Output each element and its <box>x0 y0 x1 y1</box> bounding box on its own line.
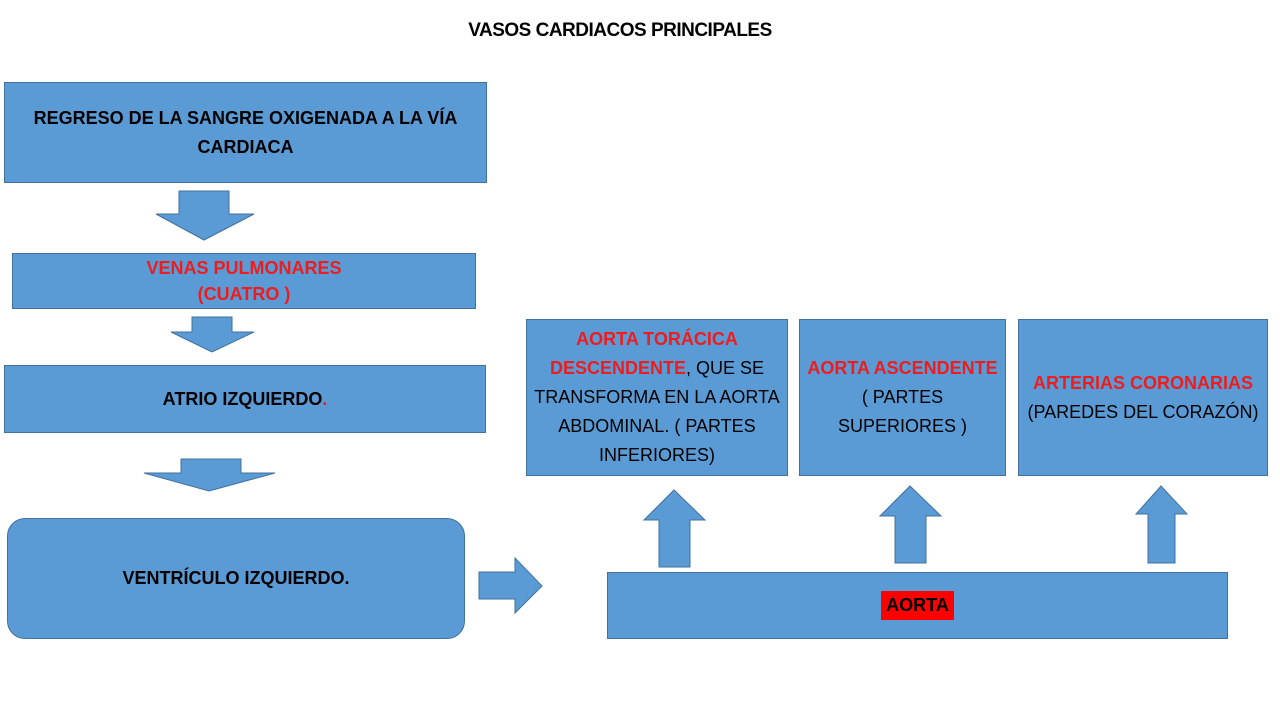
coronarias-rest: (PAREDES DEL CORAZÓN) <box>1027 401 1259 422</box>
atrio-text: ATRIO IZQUIERDO <box>162 388 323 409</box>
ventriculo-text: VENTRÍCULO IZQUIERDO. <box>122 568 350 588</box>
arrow-down-icon <box>143 458 276 492</box>
diagram-title: VASOS CARDIACOS PRINCIPALES <box>468 20 772 41</box>
toracica-rest: , QUE SE TRANSFORMA EN LA AORTA ABDOMINA… <box>534 358 780 465</box>
arrow-down-icon <box>155 190 255 241</box>
coronarias-red: ARTERIAS CORONARIAS <box>1032 372 1253 393</box>
box-aorta: AORTA <box>607 572 1228 639</box>
arrow-up-icon <box>643 489 707 568</box>
box-atrio-izquierdo: ATRIO IZQUIERDO. <box>4 365 486 433</box>
arrow-right-icon <box>478 557 543 615</box>
ascendente-red: AORTA ASCENDENTE <box>807 358 998 378</box>
arrow-down-icon <box>170 316 255 353</box>
aorta-label: AORTA <box>881 591 954 620</box>
ascendente-rest: ( PARTES SUPERIORES ) <box>837 387 968 436</box>
arrow-up-icon <box>1135 485 1189 564</box>
venas-line2: (CUATRO ) <box>197 284 291 304</box>
box-aorta-toracica: AORTA TORÁCICA DESCENDENTE, QUE SE TRANS… <box>526 319 788 476</box>
box-arterias-coronarias: ARTERIAS CORONARIAS (PAREDES DEL CORAZÓN… <box>1018 319 1268 476</box>
atrio-dot: . <box>322 388 328 409</box>
venas-line1: VENAS PULMONARES <box>146 258 342 278</box>
regreso-text: REGRESO DE LA SANGRE OXIGENADA A LA VÍA … <box>33 107 458 157</box>
box-aorta-ascendente: AORTA ASCENDENTE ( PARTES SUPERIORES ) <box>799 319 1006 476</box>
box-ventriculo-izquierdo: VENTRÍCULO IZQUIERDO. <box>7 518 465 639</box>
toracica-red: AORTA TORÁCICA DESCENDENTE <box>549 329 738 378</box>
arrow-up-icon <box>879 485 943 564</box>
box-regreso-sangre: REGRESO DE LA SANGRE OXIGENADA A LA VÍA … <box>4 82 487 183</box>
box-venas-pulmonares: VENAS PULMONARES (CUATRO ) <box>12 253 476 309</box>
